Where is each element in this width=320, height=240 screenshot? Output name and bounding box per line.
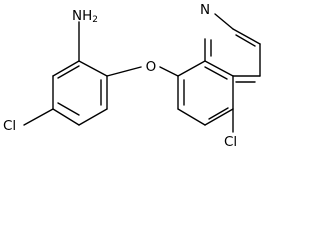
benzene-ring bbox=[52, 60, 108, 126]
quinoline-ring-a bbox=[177, 60, 234, 126]
chloro-right-label: Cl bbox=[224, 134, 237, 150]
bond-chloro-left bbox=[23, 108, 54, 126]
benzene-substituents bbox=[23, 21, 179, 126]
bond-quinoline-b-double-2 bbox=[235, 34, 256, 47]
nh2-text: NH bbox=[72, 8, 92, 24]
bond-benzene-6 bbox=[78, 60, 108, 77]
bond-quinoline-a-5 bbox=[204, 60, 234, 77]
ring-nitrogen-label: N bbox=[200, 2, 210, 18]
bond-benzene-3 bbox=[52, 108, 80, 126]
bond-benzene-1 bbox=[52, 60, 80, 77]
bond-quinoline-a-3 bbox=[204, 108, 234, 126]
ether-oxygen-label: O bbox=[146, 59, 157, 75]
structure-diagram: NH2 O N Cl Cl bbox=[3, 2, 261, 150]
nh2-subscript: 2 bbox=[92, 15, 98, 25]
bond-quinoline-a-2 bbox=[177, 108, 206, 126]
chloro-left-label: Cl bbox=[3, 118, 16, 134]
bond-benzene-double-1 bbox=[57, 65, 80, 79]
bond-benzene-double-2 bbox=[57, 102, 80, 116]
nh2-label: NH2 bbox=[72, 8, 98, 25]
bond-ether-left bbox=[106, 66, 142, 77]
bond-ether-right bbox=[159, 66, 179, 77]
bond-quinoline-b-3 bbox=[232, 28, 261, 45]
bond-benzene-4 bbox=[78, 108, 108, 126]
bond-quinoline-a-double-2 bbox=[208, 107, 229, 120]
bond-quinoline-a-double-3 bbox=[204, 66, 228, 80]
bond-quinoline-a-6 bbox=[177, 60, 206, 77]
bond-quinoline-b-2 bbox=[214, 13, 234, 30]
quinoline-ring-b bbox=[204, 13, 261, 83]
